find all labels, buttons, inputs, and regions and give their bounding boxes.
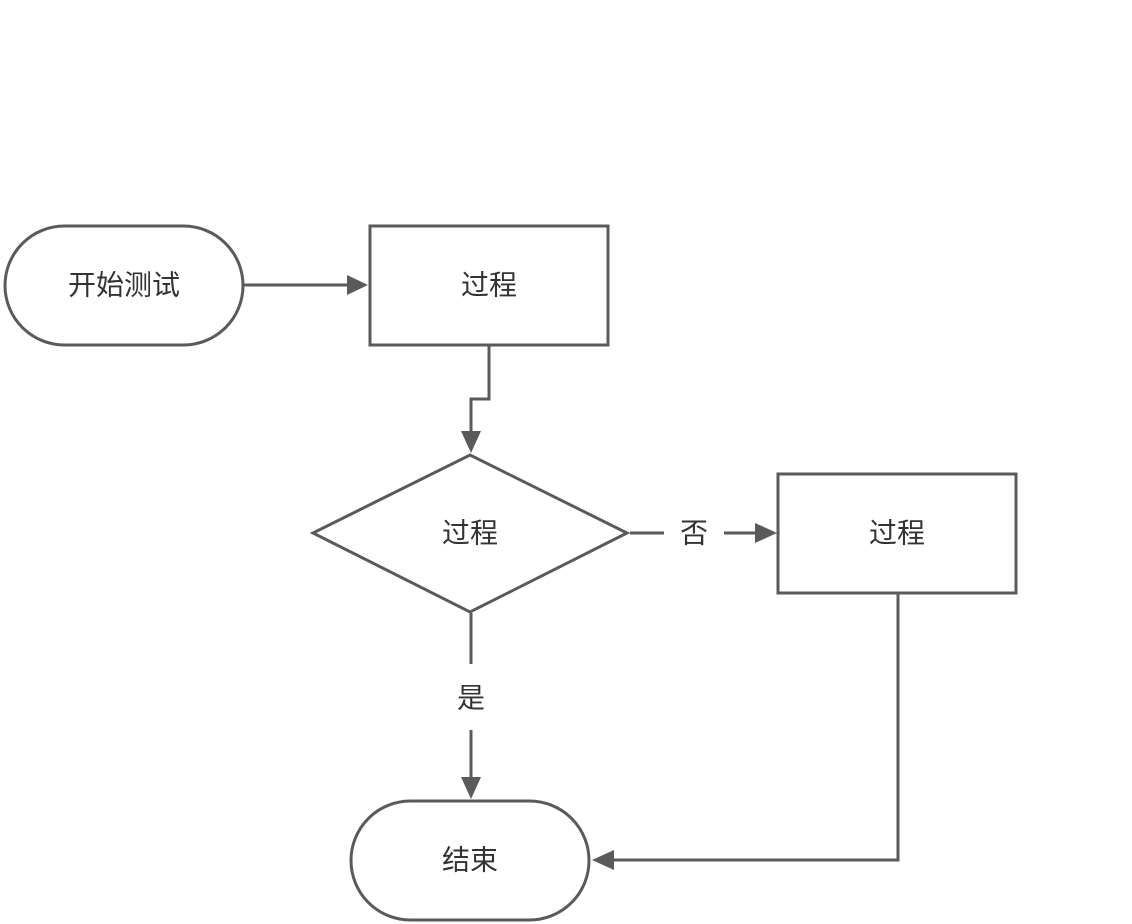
node-process-1[interactable]: 过程 — [368, 224, 610, 347]
edge-decision-yes: 是 — [457, 613, 485, 799]
node-process-1-label: 过程 — [461, 269, 517, 302]
edge-process2-to-end — [592, 594, 900, 870]
edge-process1-to-decision — [461, 346, 491, 453]
edge-start-to-process1 — [243, 275, 368, 295]
node-end[interactable]: 结束 — [349, 799, 591, 922]
edge-label-yes: 是 — [457, 682, 485, 715]
node-start-label: 开始测试 — [68, 269, 180, 302]
node-process-2[interactable]: 过程 — [776, 472, 1018, 595]
node-start[interactable]: 开始测试 — [3, 224, 245, 347]
node-end-label: 结束 — [442, 844, 498, 877]
edge-decision-no: 否 — [630, 517, 777, 550]
node-decision[interactable]: 过程 — [309, 453, 631, 614]
edge-label-no: 否 — [680, 517, 708, 550]
node-process-2-label: 过程 — [869, 517, 925, 550]
node-decision-label: 过程 — [442, 517, 498, 550]
